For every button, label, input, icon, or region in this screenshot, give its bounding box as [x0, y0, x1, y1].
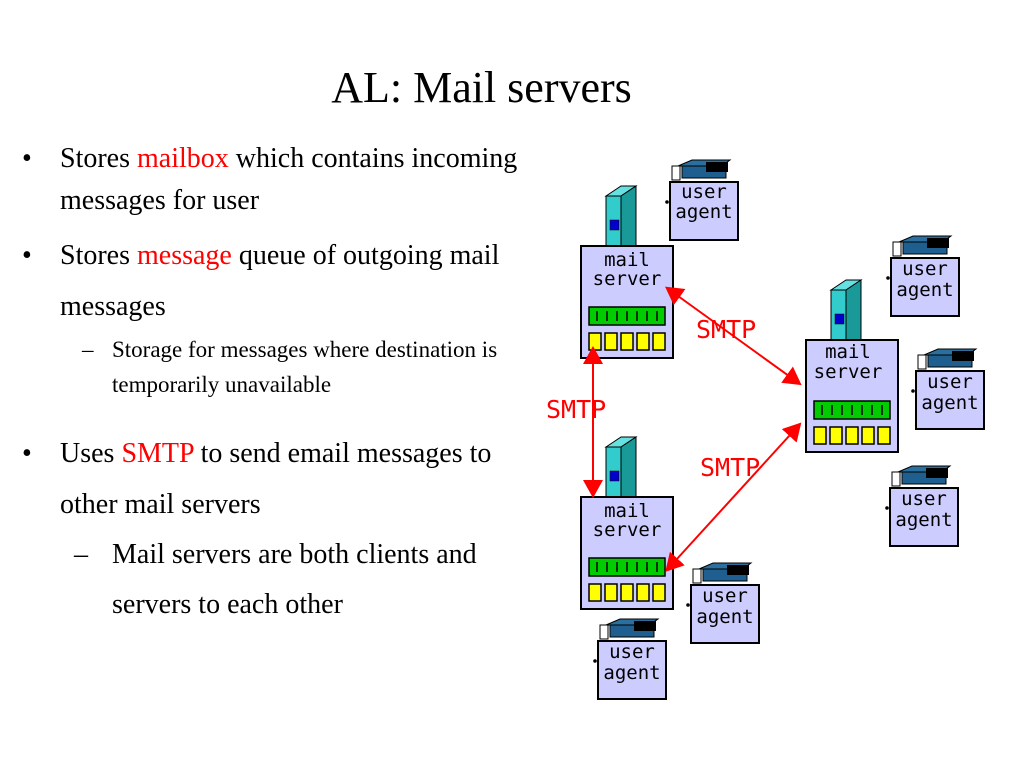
user-agent-1: user agent	[664, 159, 739, 241]
svg-text:agent: agent	[895, 509, 952, 531]
smtp-label-right: SMTP	[700, 453, 760, 482]
smtp-arrow-top-to-right	[665, 286, 802, 386]
svg-text:user: user	[902, 258, 948, 280]
bullet-dot: •	[22, 143, 32, 174]
svg-text:mail: mail	[604, 249, 650, 271]
smtp-label-left: SMTP	[546, 395, 606, 424]
bullet-mailbox: • Stores mailbox which contains incoming…	[22, 138, 532, 222]
slide-title: AL: Mail servers	[331, 63, 632, 112]
sub-bullet-dash: –	[82, 337, 94, 362]
highlight-message: message	[137, 240, 232, 271]
svg-text:mail: mail	[604, 500, 650, 522]
user-agent-2: user agent	[885, 235, 960, 317]
user-agent-3: user agent	[910, 348, 985, 430]
sub-bullet-storage: – Storage for messages where destination…	[22, 332, 532, 402]
bullet-list: • Stores mailbox which contains incoming…	[22, 138, 532, 630]
svg-text:server: server	[814, 361, 883, 383]
svg-text:user: user	[927, 371, 973, 393]
mail-server-right: mail server	[805, 279, 899, 453]
bullet-dot: •	[22, 438, 32, 469]
user-agent-5: user agent	[685, 562, 760, 644]
svg-text:agent: agent	[675, 201, 732, 223]
bullet-smtp: • Uses SMTP to send email messages to ot…	[22, 428, 532, 530]
svg-text:server: server	[593, 268, 662, 290]
mail-server-top: mail server	[580, 185, 674, 359]
svg-text:agent: agent	[696, 606, 753, 628]
svg-text:mail: mail	[825, 341, 871, 363]
svg-text:user: user	[681, 181, 727, 203]
bullet-dot: •	[22, 240, 32, 271]
smtp-arrow-bottom-to-right	[665, 422, 802, 572]
bullet-message-queue: • Stores message queue of outgoing mail …	[22, 230, 532, 332]
svg-text:agent: agent	[603, 662, 660, 684]
svg-text:agent: agent	[896, 279, 953, 301]
highlight-mailbox: mailbox	[137, 143, 229, 174]
svg-text:user: user	[609, 641, 655, 663]
sub-bullet-dash: –	[74, 539, 88, 570]
user-agent-6: user agent	[592, 618, 667, 700]
user-agent-4: user agent	[884, 465, 959, 547]
svg-text:agent: agent	[921, 392, 978, 414]
sub-bullet-clients-servers: – Mail servers are both clients and serv…	[22, 530, 532, 630]
mail-server-bottom: mail server	[580, 436, 674, 610]
svg-text:server: server	[593, 519, 662, 541]
svg-text:user: user	[901, 488, 947, 510]
smtp-label-top: SMTP	[696, 315, 756, 344]
svg-text:user: user	[702, 585, 748, 607]
highlight-smtp: SMTP	[121, 438, 194, 469]
